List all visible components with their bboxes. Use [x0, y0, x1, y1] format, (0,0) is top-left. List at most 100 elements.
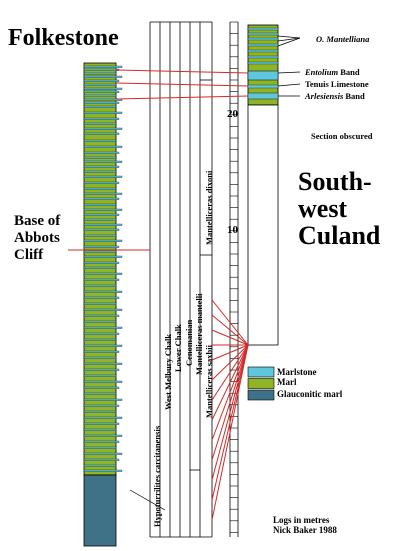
- folkestone-marlstone-band: [83, 368, 120, 371]
- tenuis-limestone-label: Tenuis Limestone: [305, 79, 369, 89]
- folkestone-marlstone-band: [83, 156, 117, 159]
- culand-marlstone-band: [247, 37, 279, 41]
- folkestone-marlstone-band: [83, 160, 123, 163]
- folkestone-marlstone-band: [83, 416, 123, 419]
- bed-pointer-line: [277, 37, 301, 47]
- legend-label-marl: Marl: [277, 377, 297, 387]
- folkestone-title: Folkestone: [8, 25, 119, 51]
- folkestone-marlstone-band: [83, 278, 120, 281]
- southwest-culand-line-2: west: [298, 194, 348, 223]
- scale-label-20: 20: [227, 108, 238, 120]
- culand-correlation-fan: [211, 344, 249, 381]
- culand-marlstone-band: [247, 61, 279, 65]
- arlesiensis-band-suffix: Band: [343, 91, 365, 101]
- folkestone-marlstone-band: [83, 90, 120, 93]
- folkestone-marlstone-band: [83, 65, 123, 68]
- folkestone-marlstone-band: [83, 94, 117, 97]
- folkestone-marlstone-band: [83, 458, 120, 461]
- entolium-text: Entolium: [305, 67, 339, 77]
- entolium-band: [247, 70, 279, 81]
- culand-correlation-fan: [211, 344, 249, 481]
- zone-columns: [129, 21, 213, 538]
- folkestone-marlstone-band: [83, 181, 120, 184]
- folkestone-marlstone-band: [83, 392, 117, 395]
- folkestone-marlstone-band: [83, 398, 123, 401]
- culand-correlation-fan: [211, 344, 249, 421]
- bed-correlation-line: [115, 95, 249, 100]
- folkestone-marlstone-band: [83, 101, 120, 104]
- folkestone-marlstone-band: [83, 72, 117, 75]
- folkestone-marlstone-band: [83, 284, 117, 287]
- folkestone-marlstone-band: [83, 308, 123, 311]
- folkestone-marlstone-band: [83, 197, 120, 200]
- legend-swatches: [247, 366, 275, 401]
- folkestone-marlstone-band: [83, 380, 123, 383]
- mantelliceras-saxbii-label: Mantelliceras saxbii: [204, 345, 214, 418]
- credits-line-2: Nick Baker 1988: [273, 525, 337, 535]
- folkestone-marlstone-band: [83, 266, 117, 269]
- folkestone-marlstone-band: [83, 272, 123, 275]
- culand-obscured-section: [247, 104, 279, 346]
- folkestone-marlstone-band: [83, 187, 117, 190]
- folkestone-marlstone-band: [83, 132, 120, 135]
- folkestone-marlstone-band: [83, 208, 123, 211]
- bed-pointer-line: [277, 35, 301, 39]
- folkestone-marlstone-band: [83, 245, 120, 248]
- folkestone-marlstone-band: [83, 139, 117, 142]
- folkestone-marlstone-band: [83, 175, 123, 178]
- culand-marlstone-band: [247, 55, 279, 59]
- folkestone-marlstone-band: [83, 464, 117, 467]
- legend-swatch-marl: [247, 378, 275, 389]
- mantelliceras-mantelli-label: Mantelliceras mantelli: [194, 293, 204, 375]
- folkestone-marlstone-band: [83, 362, 123, 365]
- folkestone-marlstone-band: [83, 192, 123, 195]
- folkestone-marlstone-band: [83, 404, 120, 407]
- folkestone-marlstone-band: [83, 151, 120, 154]
- folkestone-marlstone-band: [83, 374, 117, 377]
- bed-correlation-line: [115, 69, 249, 74]
- folkestone-marlstone-band: [83, 145, 123, 148]
- folkestone-glauconitic-marl: [83, 474, 117, 547]
- folkestone-marlstone-band: [83, 83, 117, 86]
- culand-marlstone-band: [247, 32, 279, 36]
- folkestone-log: [83, 62, 123, 547]
- folkestone-marlstone-band: [83, 111, 123, 114]
- folkestone-marlstone-band: [83, 356, 117, 359]
- southwest-culand-title: South- west Culand: [298, 168, 380, 249]
- culand-correlation-fan: [211, 344, 249, 401]
- folkestone-marlstone-band: [83, 213, 120, 216]
- culand-correlation-fan: [211, 329, 249, 346]
- folkestone-marlstone-band: [83, 469, 123, 472]
- folkestone-marlstone-band: [83, 320, 117, 323]
- tenuis-limestone-band: [247, 84, 279, 89]
- folkestone-marlstone-band: [83, 79, 120, 82]
- west-melbury-chalk-label: West Melbury Chalk: [163, 333, 173, 410]
- folkestone-marlstone-band: [83, 203, 117, 206]
- culand-correlation-fan: [211, 314, 249, 346]
- section-obscured-label: Section obscured: [311, 131, 373, 141]
- folkestone-marlstone-band: [83, 250, 117, 253]
- mantelliceras-dixoni-label: Mantelliceras dixoni: [204, 170, 214, 245]
- folkestone-marlstone-band: [83, 228, 120, 231]
- folkestone-marlstone-band: [83, 446, 117, 449]
- arlesiensis-band-label: Arlesiensis Band: [305, 91, 365, 101]
- legend-label-marlstone: Marlstone: [277, 367, 317, 377]
- arlesiensis-text: Arlesiensis: [305, 91, 344, 101]
- folkestone-marlstone-band: [83, 344, 123, 347]
- bed-correlation-line: [115, 82, 249, 87]
- hypoturrilites-pointer: [129, 489, 166, 511]
- entolium-band-label: Entolium Band: [305, 67, 360, 77]
- southwest-culand-line-1: South-: [298, 167, 372, 196]
- folkestone-marlstone-band: [83, 239, 123, 242]
- folkestone-marlstone-band: [83, 75, 123, 78]
- correlation-lines: [68, 69, 249, 521]
- arlesiensis-band: [247, 92, 279, 100]
- folkestone-marlstone-band: [83, 117, 120, 120]
- folkestone-marlstone-band: [83, 386, 120, 389]
- cenomanian-label: Cenomanian: [184, 319, 194, 366]
- folkestone-marlstone-band: [83, 314, 120, 317]
- culand-correlation-fan: [211, 344, 249, 461]
- folkestone-marlstone-band: [83, 326, 123, 329]
- folkestone-marlstone-band: [83, 350, 120, 353]
- base-line-3: Cliff: [14, 247, 44, 263]
